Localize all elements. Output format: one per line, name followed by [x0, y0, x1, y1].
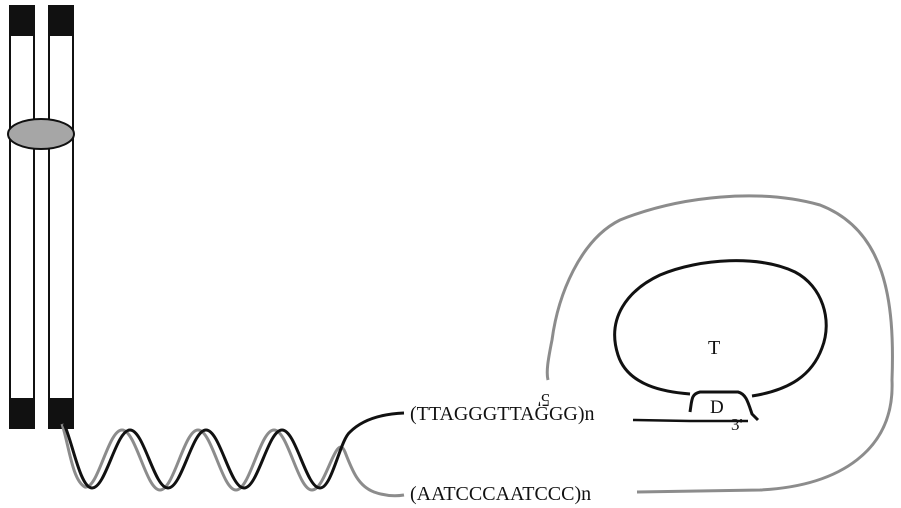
chromatid-left	[10, 6, 34, 428]
three-prime-label: 3'	[731, 415, 743, 434]
telomere-cap-left-bottom	[10, 398, 34, 428]
g-strand-label: (TTAGGGTTAGGG)n	[410, 403, 595, 425]
telomere-cap-right-bottom	[49, 398, 73, 428]
c-strand-label: (AATCCCAATCCC)n	[410, 483, 591, 505]
double-helix	[62, 413, 404, 496]
d-loop	[690, 392, 758, 420]
d-loop-label: D	[710, 397, 724, 418]
chromatid-right	[49, 6, 73, 428]
helix-strand-light	[62, 424, 404, 496]
helix-strand-dark	[64, 413, 404, 488]
telomere-cap-left-top	[10, 6, 34, 36]
t-loop	[615, 261, 827, 396]
chromosome-icon	[8, 6, 74, 428]
telomere-cap-right-top	[49, 6, 73, 36]
centromere-icon	[8, 119, 74, 149]
five-prime-label: 5'	[538, 390, 550, 410]
t-loop-label: T	[708, 337, 720, 359]
